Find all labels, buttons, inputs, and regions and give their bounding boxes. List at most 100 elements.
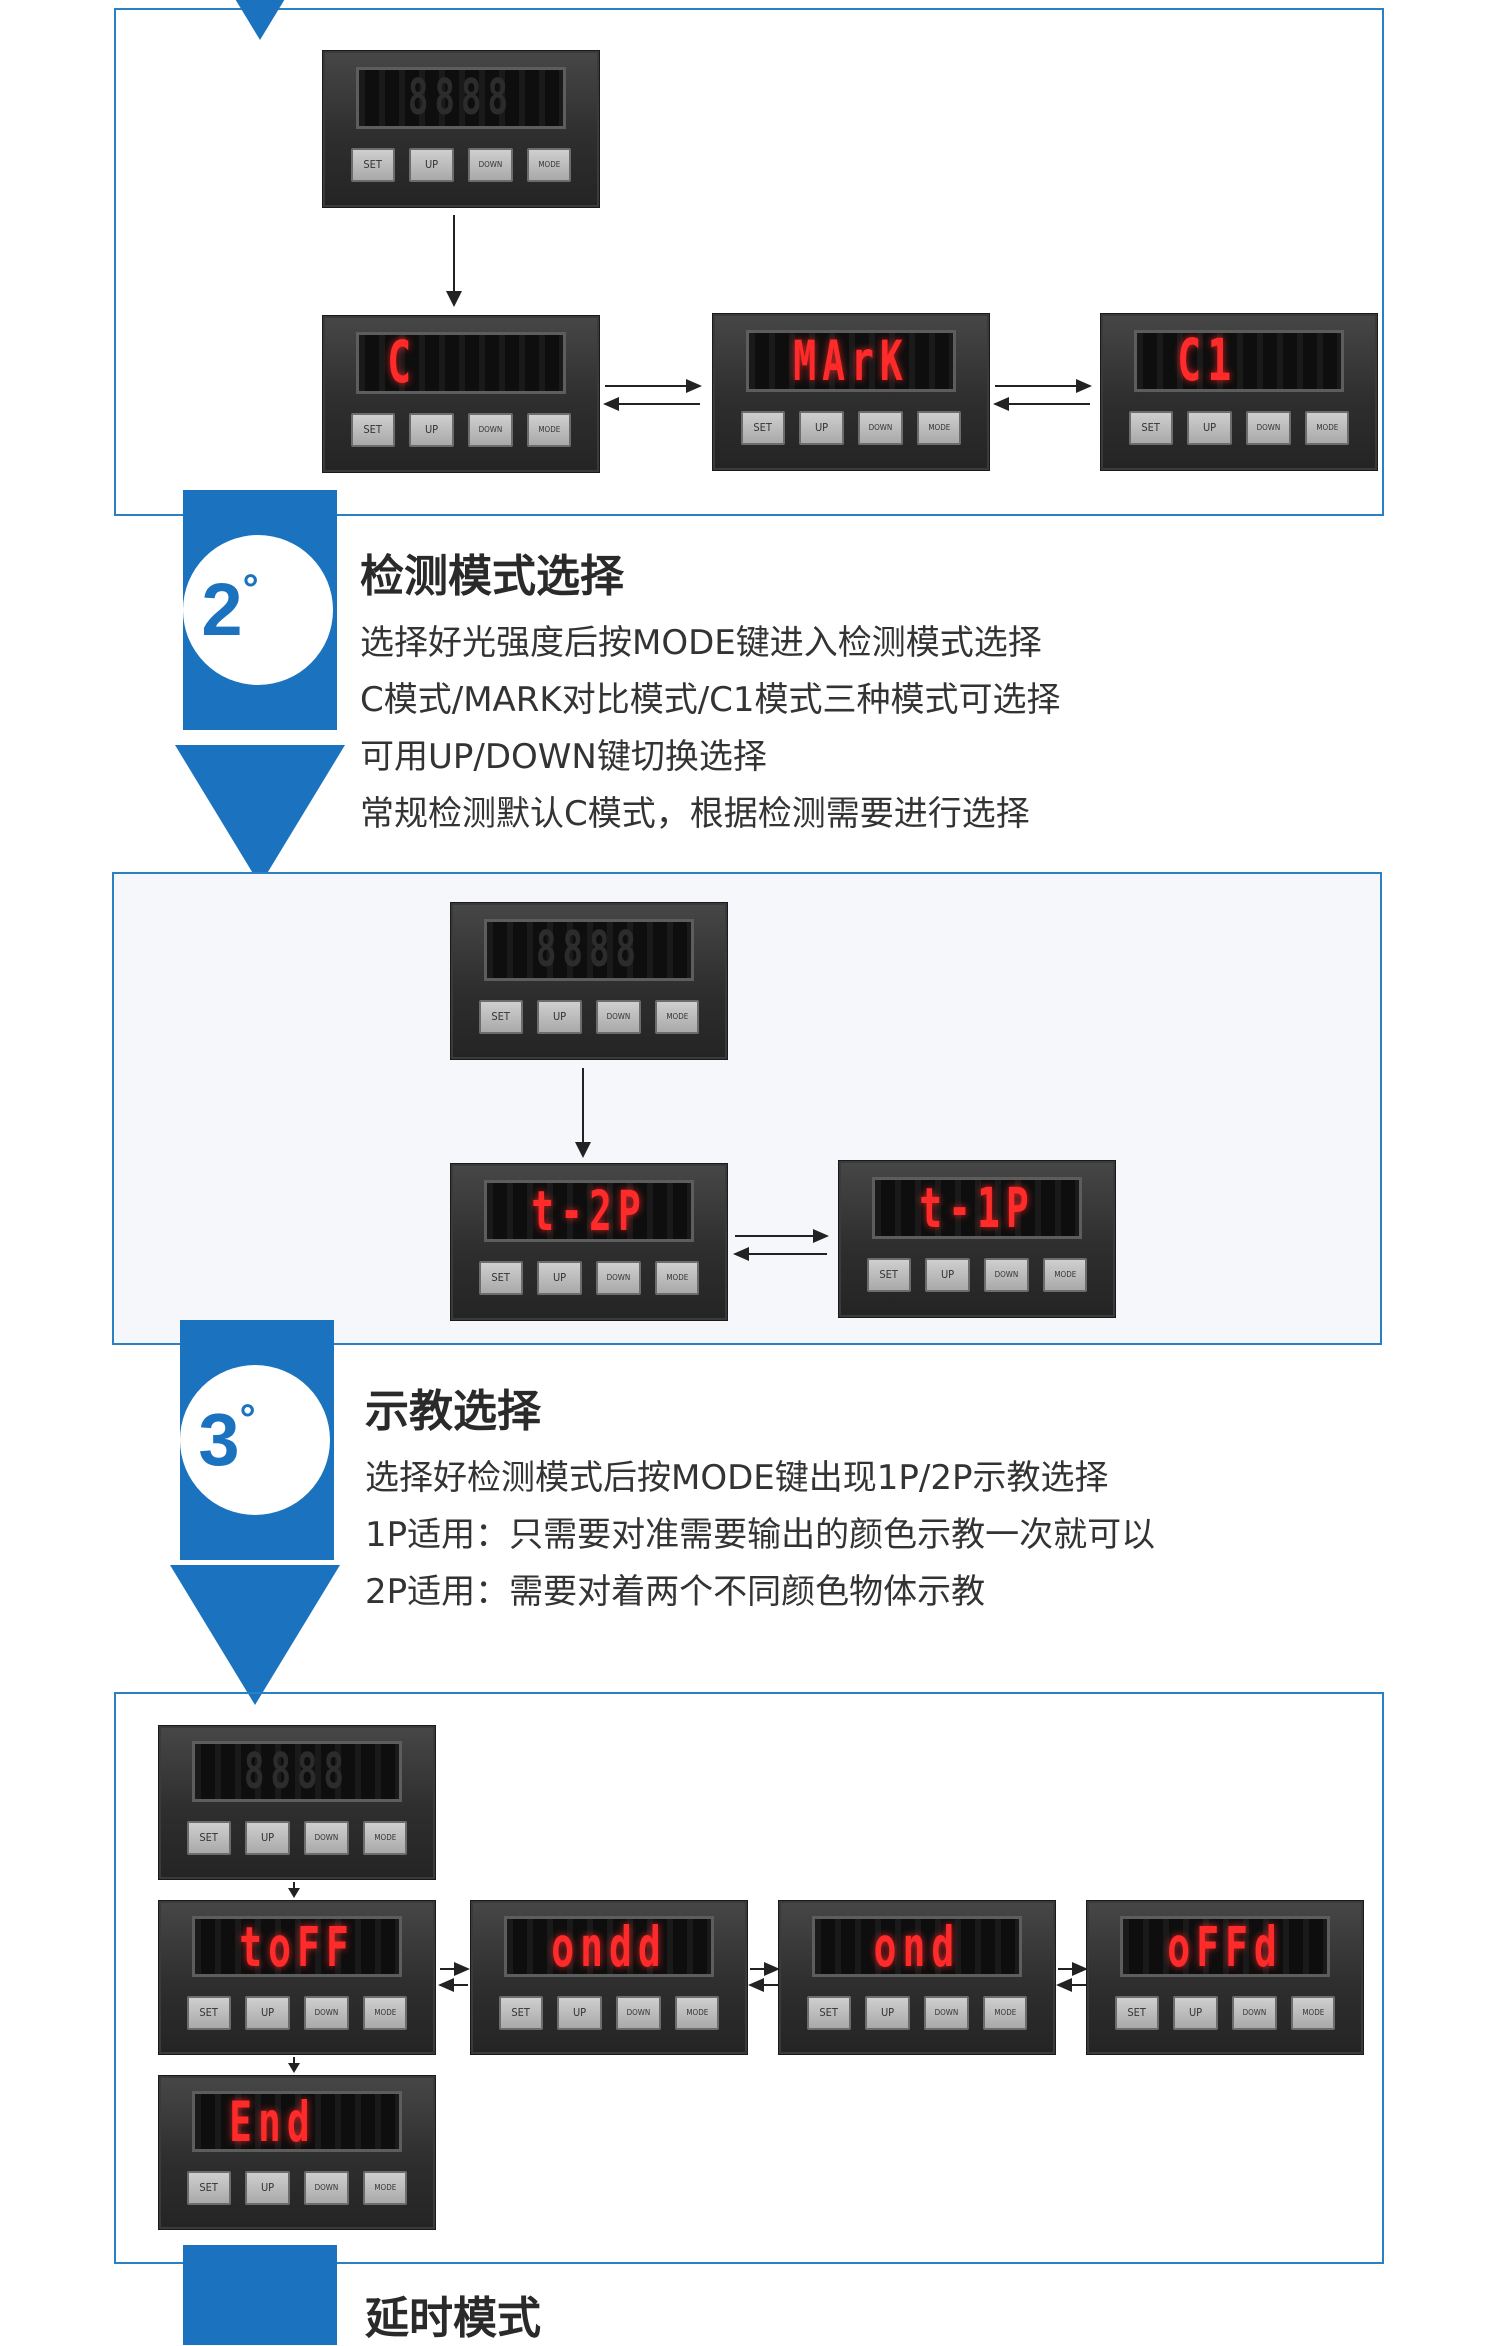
up-key[interactable]: UP <box>557 1995 602 2030</box>
set-key[interactable]: SET <box>478 1260 523 1296</box>
down-key[interactable]: DOWN <box>616 1995 661 2030</box>
arrow-right <box>750 1962 780 1976</box>
mode-key[interactable]: MODE <box>363 1820 408 1855</box>
key-row: SET UP DOWN MODE <box>186 1995 408 2030</box>
mode-key[interactable]: MODE <box>1291 1995 1336 2030</box>
down-key[interactable]: DOWN <box>304 2170 349 2205</box>
section2-frame <box>112 872 1382 1345</box>
mode-key[interactable]: MODE <box>655 999 700 1035</box>
mode-key[interactable]: MODE <box>363 1995 408 2030</box>
arrow-down-small <box>288 1882 300 1898</box>
up-key[interactable]: UP <box>245 1995 290 2030</box>
led-screen: t-2P <box>484 1179 694 1242</box>
down-key[interactable]: DOWN <box>468 412 513 448</box>
led-digits: MArK <box>793 329 909 392</box>
down-key[interactable]: DOWN <box>1232 1995 1277 2030</box>
led-screen: oFFd <box>1120 1916 1330 1978</box>
section3-line-3: 2P适用：需要对着两个不同颜色物体示教 <box>365 1572 986 1612</box>
up-key[interactable]: UP <box>865 1995 910 2030</box>
arrow-left <box>733 1247 827 1261</box>
key-row: SET UP DOWN MODE <box>350 412 572 448</box>
led-screen: MArK <box>746 329 956 392</box>
set-key[interactable]: SET <box>740 410 785 446</box>
key-row: SET UP DOWN MODE <box>1114 1995 1336 2030</box>
mode-key[interactable]: MODE <box>527 412 572 448</box>
set-key[interactable]: SET <box>186 1820 231 1855</box>
mode-key[interactable]: MODE <box>363 2170 408 2205</box>
up-key[interactable]: UP <box>1187 410 1232 446</box>
mode-key[interactable]: MODE <box>675 1995 720 2030</box>
up-key[interactable]: UP <box>537 999 582 1035</box>
down-key[interactable]: DOWN <box>924 1995 969 2030</box>
up-key[interactable]: UP <box>245 2170 290 2205</box>
key-row: SET UP DOWN MODE <box>186 2170 408 2205</box>
key-row: SET UP DOWN MODE <box>350 147 572 183</box>
led-screen: C <box>356 331 566 394</box>
down-key[interactable]: DOWN <box>596 1260 641 1296</box>
section2-line-3: 可用UP/DOWN键切换选择 <box>360 737 767 777</box>
down-key[interactable]: DOWN <box>984 1257 1029 1293</box>
arrow-right <box>995 379 1092 393</box>
set-key[interactable]: SET <box>186 2170 231 2205</box>
led-digits: 8888 <box>536 920 642 979</box>
down-key[interactable]: DOWN <box>304 1995 349 2030</box>
arrow-down <box>575 1068 591 1158</box>
key-row: SET UP DOWN MODE <box>478 999 700 1035</box>
section2-line-4: 常规检测默认C模式，根据检测需要进行选择 <box>360 794 1030 834</box>
up-key[interactable]: UP <box>799 410 844 446</box>
step-badge-3: 3° <box>180 1320 334 1560</box>
step-badge-2: 2° <box>183 490 337 730</box>
led-screen: ondd <box>504 1916 714 1978</box>
up-key[interactable]: UP <box>409 412 454 448</box>
arrow-right <box>440 1962 470 1976</box>
set-key[interactable]: SET <box>1128 410 1173 446</box>
set-key[interactable]: SET <box>806 1995 851 2030</box>
key-row: SET UP DOWN MODE <box>186 1820 408 1855</box>
down-key[interactable]: DOWN <box>468 147 513 183</box>
led-digits: ond <box>873 1916 961 1978</box>
section2-line-1: 选择好光强度后按MODE键进入检测模式选择 <box>360 623 1042 663</box>
led-digits: End <box>229 2091 316 2153</box>
set-key[interactable]: SET <box>478 999 523 1035</box>
led-digits: oFFd <box>1167 1916 1283 1978</box>
mode-key[interactable]: MODE <box>1305 410 1350 446</box>
down-key[interactable]: DOWN <box>596 999 641 1035</box>
led-screen: 8888 <box>192 1741 402 1803</box>
set-key[interactable]: SET <box>866 1257 911 1293</box>
step-arrow-triangle <box>175 745 345 885</box>
device-panel-s3-idle: 8888 SET UP DOWN MODE <box>158 1725 436 1880</box>
set-key[interactable]: SET <box>498 1995 543 2030</box>
set-key[interactable]: SET <box>350 147 395 183</box>
key-row: SET UP DOWN MODE <box>1128 410 1350 446</box>
set-key[interactable]: SET <box>350 412 395 448</box>
down-key[interactable]: DOWN <box>858 410 903 446</box>
device-panel-s1-mark: MArK SET UP DOWN MODE <box>712 313 990 471</box>
key-row: SET UP DOWN MODE <box>866 1257 1088 1293</box>
arrow-left <box>438 1978 468 1992</box>
arrow-right <box>1058 1962 1088 1976</box>
led-digits: C <box>387 331 418 394</box>
up-key[interactable]: UP <box>409 147 454 183</box>
up-key[interactable]: UP <box>925 1257 970 1293</box>
mode-key[interactable]: MODE <box>983 1995 1028 2030</box>
led-screen: End <box>192 2091 402 2153</box>
arrow-right <box>605 379 702 393</box>
mode-key[interactable]: MODE <box>917 410 962 446</box>
mode-key[interactable]: MODE <box>655 1260 700 1296</box>
set-key[interactable]: SET <box>1114 1995 1159 2030</box>
step-badge-4 <box>183 2245 337 2345</box>
section3-line-2: 1P适用：只需要对准需要输出的颜色示教一次就可以 <box>365 1515 1156 1555</box>
down-key[interactable]: DOWN <box>1246 410 1291 446</box>
down-key[interactable]: DOWN <box>304 1820 349 1855</box>
key-row: SET UP DOWN MODE <box>740 410 962 446</box>
mode-key[interactable]: MODE <box>527 147 572 183</box>
up-key[interactable]: UP <box>245 1820 290 1855</box>
set-key[interactable]: SET <box>186 1995 231 2030</box>
step-badge-circle: 2° <box>183 535 333 685</box>
led-screen: t-1P <box>872 1176 1082 1239</box>
led-digits: toFF <box>239 1916 355 1978</box>
mode-key[interactable]: MODE <box>1043 1257 1088 1293</box>
arrow-left <box>993 397 1090 411</box>
up-key[interactable]: UP <box>1173 1995 1218 2030</box>
up-key[interactable]: UP <box>537 1260 582 1296</box>
